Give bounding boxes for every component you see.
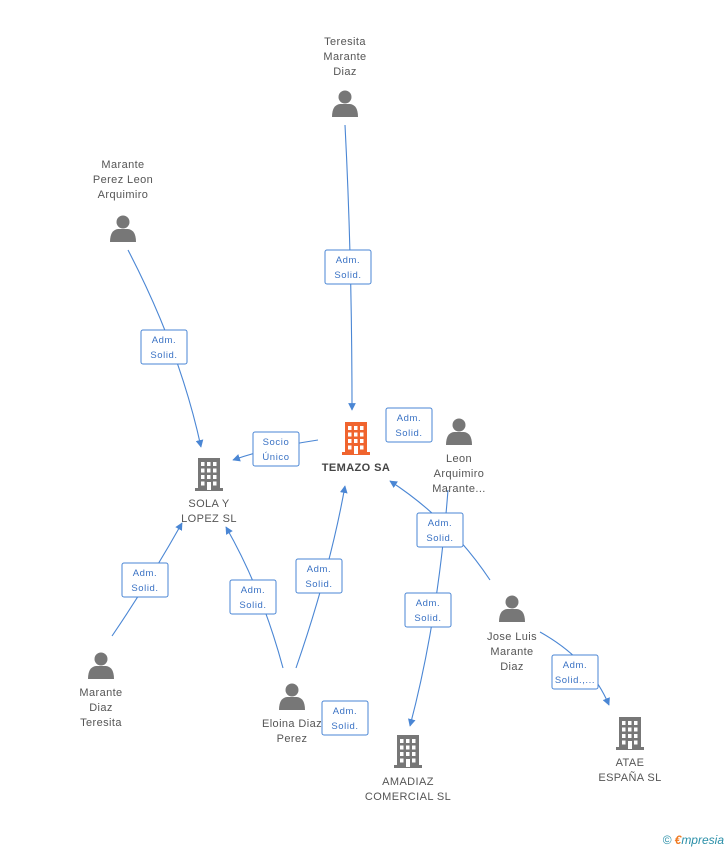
edge-badge[interactable]: Adm. Solid. xyxy=(416,512,464,548)
brand-name: mpresia xyxy=(681,833,724,847)
badge-label: Adm. xyxy=(416,598,441,609)
edge-badge[interactable]: Adm. Solid. xyxy=(295,558,343,594)
node-label: ESPAÑA SL xyxy=(598,771,661,784)
badge-label: Adm. xyxy=(241,585,266,596)
badge-box xyxy=(229,579,277,615)
node-label: Marante... xyxy=(432,483,486,495)
node-label: Arquimiro xyxy=(98,189,149,201)
node-label: ATAE xyxy=(616,757,645,769)
node-label: Arquimiro xyxy=(434,468,485,480)
node-sola[interactable]: SOLA Y LOPEZ SL xyxy=(181,458,237,525)
building-icon xyxy=(616,717,644,750)
building-icon xyxy=(195,458,223,491)
node-label: Perez Leon xyxy=(93,174,153,186)
badge-label: Adm. xyxy=(152,335,177,346)
badge-box xyxy=(416,512,464,548)
edge-badge[interactable]: Adm. Solid. xyxy=(140,329,188,365)
edge-badge[interactable]: Adm. Solid.,... xyxy=(551,654,599,690)
node-label: Marante xyxy=(101,159,144,171)
person-icon xyxy=(332,90,358,117)
node-label: Leon xyxy=(446,453,472,465)
badge-label: Solid. xyxy=(414,613,441,624)
person-icon xyxy=(110,215,136,242)
badge-label: Único xyxy=(262,452,289,463)
node-label: TEMAZO SA xyxy=(322,462,390,474)
node-label: Eloina Diaz xyxy=(262,718,322,730)
building-icon xyxy=(394,735,422,768)
node-atae[interactable]: ATAE ESPAÑA SL xyxy=(598,717,661,784)
badge-box xyxy=(385,407,433,443)
edge-badge[interactable]: Adm. Solid. xyxy=(321,700,369,736)
node-label: Diaz xyxy=(500,661,524,673)
building-icon xyxy=(342,422,370,455)
person-icon xyxy=(279,683,305,710)
badge-label: Solid.,... xyxy=(555,675,595,686)
person-icon xyxy=(88,652,114,679)
badge-box xyxy=(404,592,452,628)
edge-badge[interactable]: Adm. Solid. xyxy=(385,407,433,443)
badge-label: Adm. xyxy=(428,518,453,529)
badge-label: Adm. xyxy=(563,660,588,671)
badge-box xyxy=(551,654,599,690)
badge-label: Solid. xyxy=(131,583,158,594)
brand-initial: € xyxy=(674,833,682,847)
copyright-symbol: © xyxy=(662,833,672,847)
badge-box xyxy=(295,558,343,594)
badge-label: Adm. xyxy=(333,706,358,717)
person-icon xyxy=(446,418,472,445)
node-label: Marante xyxy=(323,51,366,63)
node-label: Perez xyxy=(277,733,308,745)
edge-badge[interactable]: Adm. Solid. xyxy=(229,579,277,615)
node-label: Marante xyxy=(79,687,122,699)
node-label: COMERCIAL SL xyxy=(365,791,451,803)
node-label: Diaz xyxy=(333,66,357,78)
node-label: Teresita xyxy=(80,717,122,729)
edge-badge[interactable]: Adm. Solid. xyxy=(324,249,372,285)
badge-label: Adm. xyxy=(336,255,361,266)
person-icon xyxy=(499,595,525,622)
node-label: SOLA Y xyxy=(188,498,230,510)
badge-label: Solid. xyxy=(239,600,266,611)
badge-label: Solid. xyxy=(334,270,361,281)
badges-layer: Adm.Solid.Adm.Solid.SocioÚnicoAdm.Solid.… xyxy=(121,249,599,736)
node-temazo[interactable]: TEMAZO SA xyxy=(322,422,390,474)
badge-label: Adm. xyxy=(133,568,158,579)
node-label: LOPEZ SL xyxy=(181,513,237,525)
node-label: Teresita xyxy=(324,36,366,48)
node-leon[interactable]: LeonArquimiroMarante... xyxy=(432,418,486,496)
badge-label: Adm. xyxy=(307,564,332,575)
footer-brand[interactable]: ©€mpresia xyxy=(663,833,724,847)
badge-box xyxy=(121,562,169,598)
edge-badge[interactable]: Adm. Solid. xyxy=(121,562,169,598)
node-amadiaz[interactable]: AMADIAZ COMERCIAL SL xyxy=(365,735,451,803)
node-label: Diaz xyxy=(89,702,113,714)
node-label: Jose Luis xyxy=(487,631,537,643)
badge-box xyxy=(324,249,372,285)
badge-label: Adm. xyxy=(397,413,422,424)
node-label: Marante xyxy=(490,646,533,658)
badge-label: Solid. xyxy=(150,350,177,361)
badge-label: Socio xyxy=(263,437,290,448)
badge-box xyxy=(140,329,188,365)
badge-box xyxy=(321,700,369,736)
badge-label: Solid. xyxy=(426,533,453,544)
edge-badge[interactable]: Adm. Solid. xyxy=(404,592,452,628)
node-label: AMADIAZ xyxy=(382,776,434,788)
badge-label: Solid. xyxy=(305,579,332,590)
badge-label: Solid. xyxy=(395,428,422,439)
badge-box xyxy=(252,431,300,467)
badge-label: Solid. xyxy=(331,721,358,732)
